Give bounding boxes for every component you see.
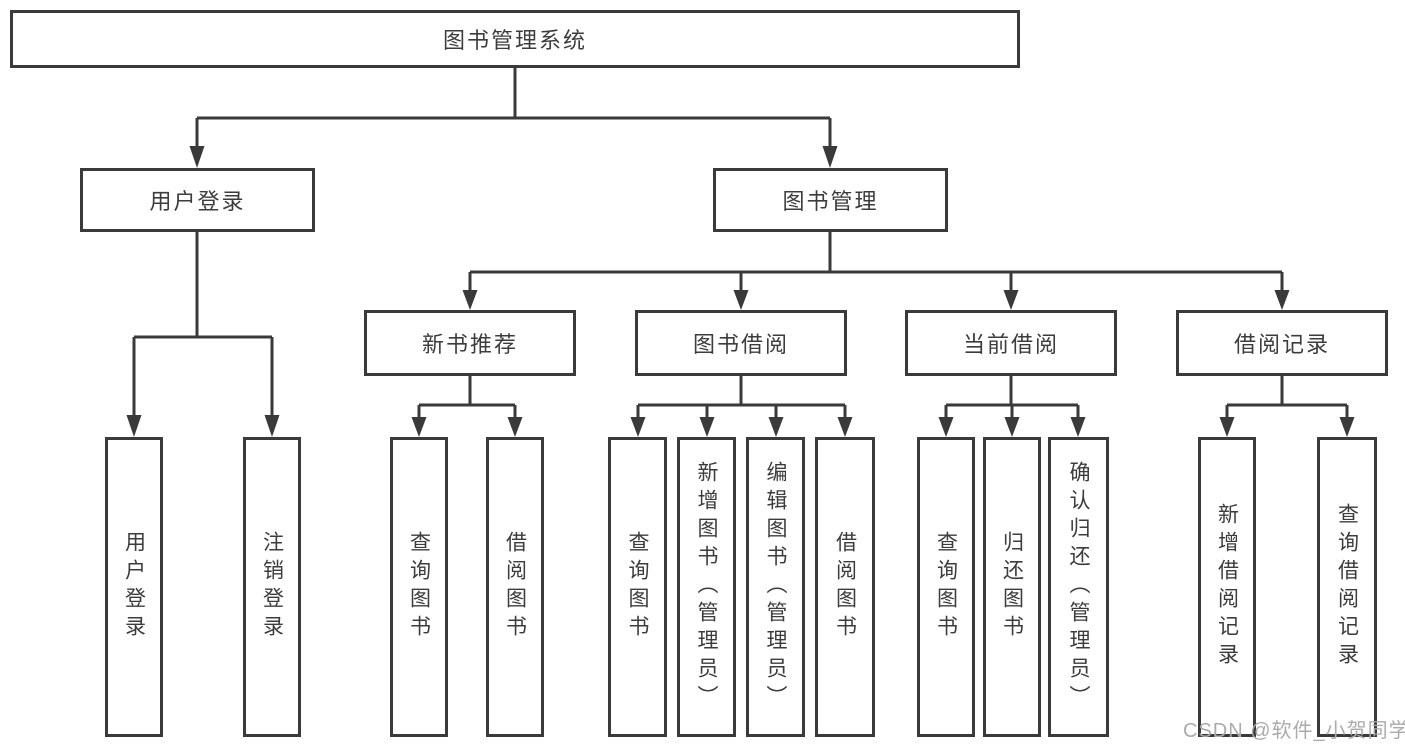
- node-borrow-records: 借阅记录: [1176, 310, 1388, 376]
- leaf-query-books-recommend-label: 查询图书: [407, 531, 431, 643]
- leaf-add-book-admin-label: 新增图书（管理员）: [695, 461, 718, 713]
- leaf-logout: 注销登录: [243, 437, 301, 737]
- node-current-borrow: 当前借阅: [905, 310, 1117, 376]
- node-book-borrow-label: 图书借阅: [692, 332, 789, 357]
- node-user-login-label: 用户登录: [149, 189, 246, 214]
- leaf-query-books-current: 查询图书: [917, 437, 975, 737]
- leaf-query-books-recommend: 查询图书: [390, 437, 448, 737]
- leaf-borrow-books-recommend-label: 借阅图书: [503, 531, 527, 643]
- leaf-query-books-current-label: 查询图书: [934, 531, 958, 643]
- node-user-login: 用户登录: [80, 168, 315, 232]
- leaf-edit-book-admin: 编辑图书（管理员）: [746, 437, 805, 737]
- node-borrow-records-label: 借阅记录: [1233, 332, 1330, 357]
- leaf-confirm-return-admin-label: 确认归还（管理员）: [1067, 461, 1090, 713]
- node-book-management: 图书管理: [713, 168, 948, 232]
- node-new-book-recommend: 新书推荐: [364, 310, 576, 376]
- leaf-borrow-books-borrow: 借阅图书: [815, 437, 875, 737]
- node-book-borrow: 图书借阅: [635, 310, 847, 376]
- leaf-query-borrow-record-label: 查询借阅记录: [1335, 503, 1359, 671]
- leaf-return-books: 归还图书: [983, 437, 1041, 737]
- node-book-management-label: 图书管理: [782, 189, 879, 214]
- leaf-add-borrow-record-label: 新增借阅记录: [1215, 503, 1239, 671]
- leaf-user-login-label: 用户登录: [122, 531, 146, 643]
- leaf-edit-book-admin-label: 编辑图书（管理员）: [764, 461, 787, 713]
- leaf-query-books-borrow: 查询图书: [608, 437, 667, 737]
- node-new-book-recommend-label: 新书推荐: [421, 332, 518, 357]
- node-current-borrow-label: 当前借阅: [962, 332, 1059, 357]
- csdn-watermark: CSDN @软件_小贺同学: [1183, 720, 1405, 742]
- leaf-query-borrow-record: 查询借阅记录: [1317, 437, 1377, 737]
- leaf-return-books-label: 归还图书: [1000, 531, 1024, 643]
- leaf-query-books-borrow-label: 查询图书: [626, 531, 649, 643]
- leaf-confirm-return-admin: 确认归还（管理员）: [1048, 437, 1109, 737]
- leaf-borrow-books-borrow-label: 借阅图书: [833, 531, 857, 643]
- node-root-label: 图书管理系统: [442, 28, 587, 53]
- leaf-add-book-admin: 新增图书（管理员）: [677, 437, 736, 737]
- leaf-add-borrow-record: 新增借阅记录: [1198, 437, 1256, 737]
- leaf-logout-label: 注销登录: [260, 531, 284, 643]
- node-root: 图书管理系统: [10, 10, 1020, 68]
- leaf-borrow-books-recommend: 借阅图书: [486, 437, 544, 737]
- leaf-user-login: 用户登录: [105, 437, 163, 737]
